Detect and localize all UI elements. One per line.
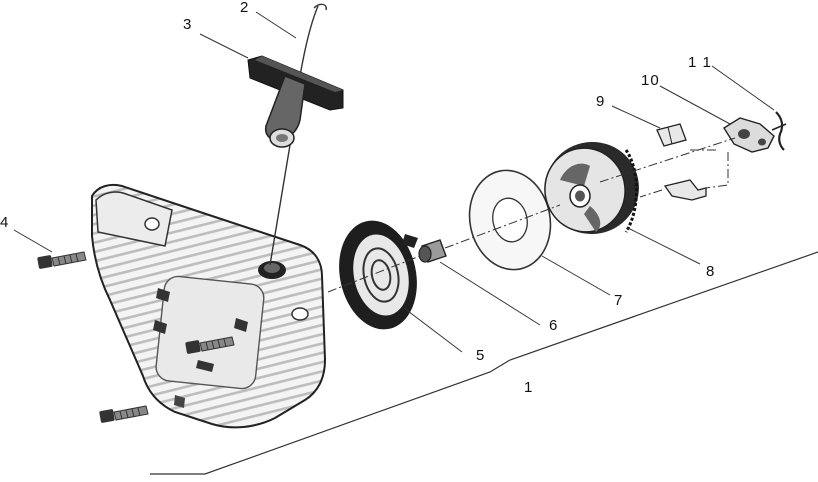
alignment-axis-lines	[327, 137, 736, 293]
spring-housing	[339, 220, 418, 330]
starter-handle	[247, 55, 344, 148]
bolt-middle	[185, 336, 235, 354]
pawl-top	[656, 123, 687, 147]
part-label-7: 7	[614, 292, 624, 309]
bolt-bottom	[99, 405, 149, 423]
pawl-bottom	[663, 179, 707, 201]
spring-clip	[771, 111, 787, 151]
part-label-8: 8	[706, 263, 716, 280]
part-label-4: 4	[0, 214, 10, 231]
bolt-top	[37, 251, 87, 269]
bushing	[418, 239, 447, 263]
part-label-10: 10	[641, 72, 660, 89]
assembly-bracket-line	[150, 251, 818, 475]
part-label-3: 3	[183, 16, 193, 33]
pulley	[544, 141, 639, 235]
part-label-11: 1 1	[688, 54, 712, 71]
leader-lines	[13, 11, 775, 353]
part-label-6: 6	[549, 317, 559, 334]
pawl-holder	[723, 117, 775, 153]
part-label-9: 9	[596, 93, 606, 110]
starter-housing	[91, 183, 327, 429]
part-label-2: 2	[240, 0, 250, 16]
washer	[468, 169, 552, 271]
part-label-5: 5	[476, 347, 486, 364]
part-label-1: 1	[524, 379, 534, 396]
